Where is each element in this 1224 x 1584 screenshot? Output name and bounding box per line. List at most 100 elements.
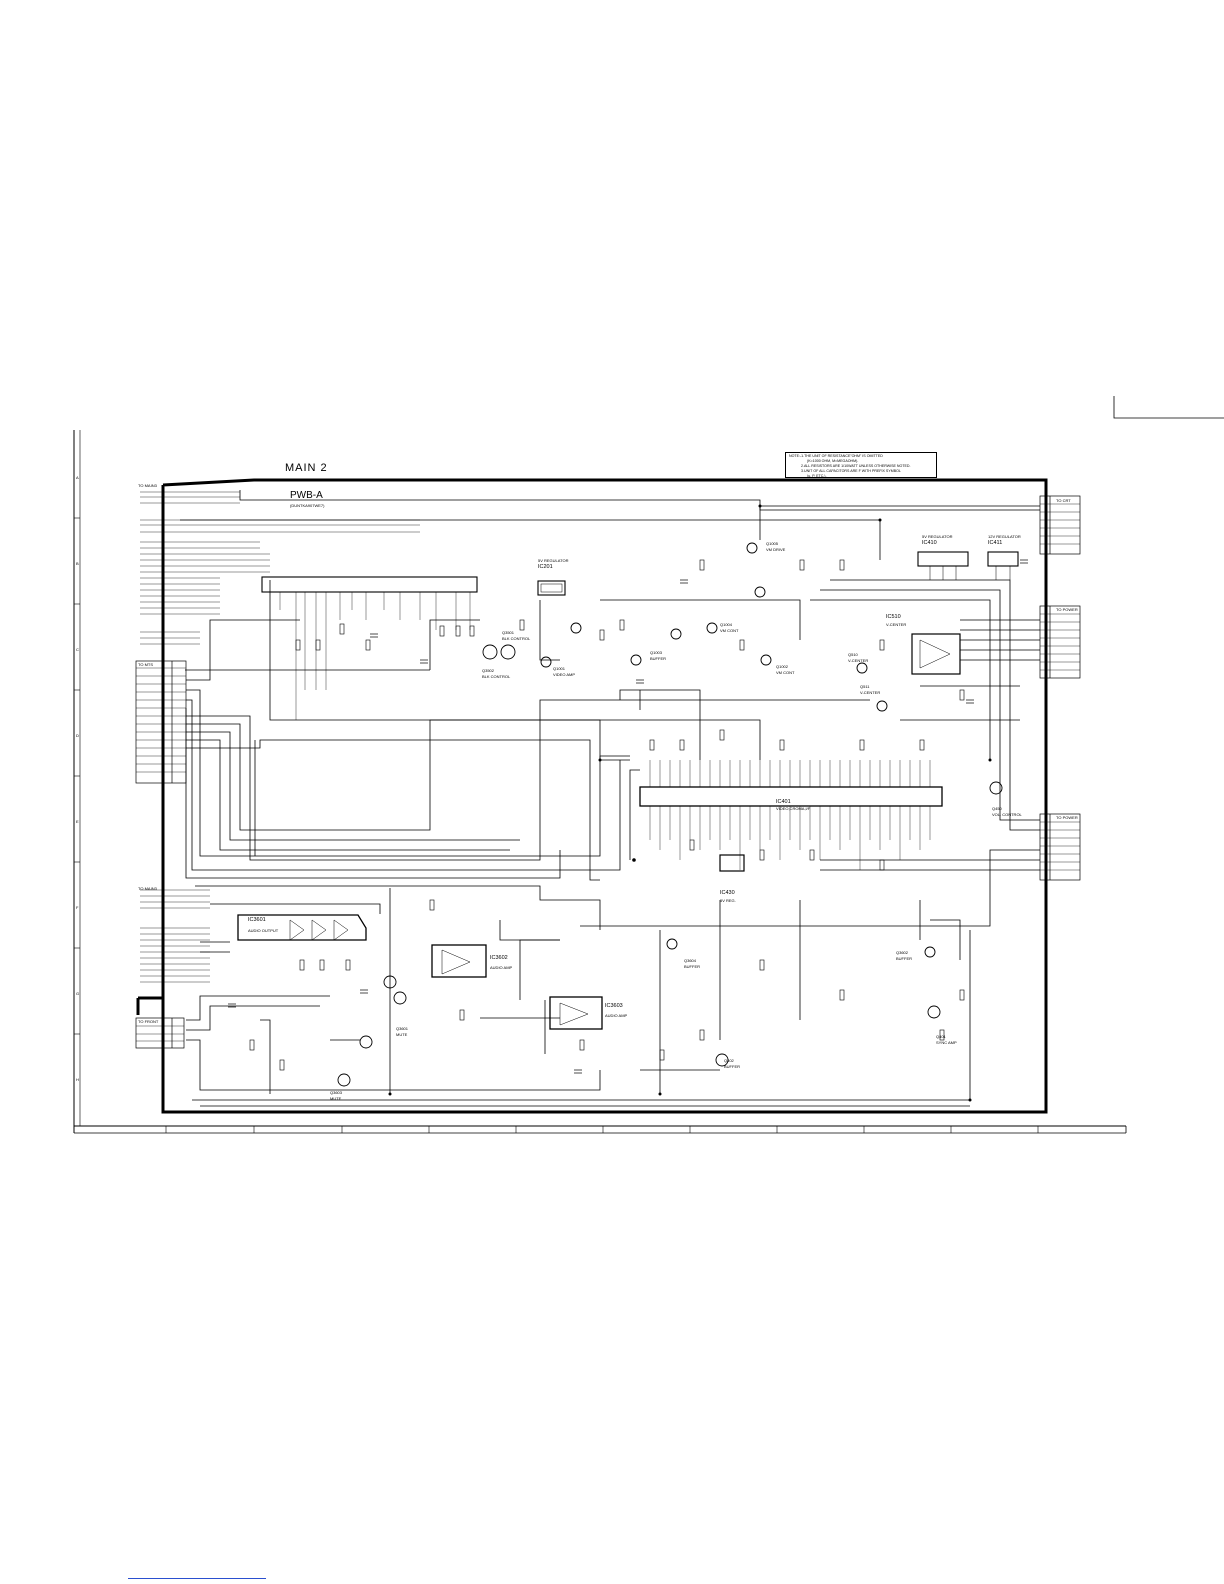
transistor-desc: V-CENTER [860,690,881,695]
grid-letter: C [76,647,79,652]
ic3601-desc: AUDIO OUTPUT [248,928,279,933]
passive-components [249,559,965,1071]
transistor-label: Q3602 [896,950,909,955]
page-frame [73,430,1127,1134]
transistor-desc: SYNC AMP [936,1040,957,1045]
right-connector-pins [1040,503,1080,871]
transistor-label: Q511 [860,684,870,689]
right-connectors [1039,495,1081,881]
ic510-label: IC510 [886,614,901,620]
transistor-label: Q1004 [720,622,733,627]
transistor-desc: VOL. CONTROL [992,812,1022,817]
transistor-desc: MUTE [330,1096,342,1101]
input-stubs-bottom [140,889,210,983]
transistor-desc: MUTE [396,1032,408,1037]
ic201-label: IC201 [538,564,553,570]
note-line: NOTE:-1.THE UNIT OF RESISTANCE"OHM" IS O… [789,454,883,458]
grid-letter: H [76,1077,79,1082]
transistor-symbols [337,542,1003,1087]
connector-label-main3-top: TO MAIN3 [138,483,157,488]
grid-letter: D [76,733,79,738]
grid-letter: A [76,475,79,480]
board-name: PWB-A [290,490,323,501]
note-line: (K=1000 OHM, M=MEGAOHM). [807,459,859,463]
footer-rule [128,1578,266,1579]
ic3603-block [549,996,603,1030]
transistor-label: Q3603 [330,1090,343,1095]
ic410-desc: 5V REGULATOR [922,534,953,539]
ic-tuner-block [261,576,478,720]
ic430-label: IC430 [720,890,735,896]
connector-label-main3-mid: TO MAIN3 [138,886,157,891]
input-stubs-top [140,491,420,645]
ic401-desc: VIDEO,CROMA,I/F [776,806,811,811]
ic3601-block [237,914,367,941]
grid-letter: F [76,905,79,910]
transistor-label: Q401 [936,1034,946,1039]
ic510-block [911,633,961,675]
transistor-desc: VM DRIVE [766,547,786,552]
connector-label-power-2: TO POWER [1056,815,1078,820]
board-subtitle: (DUNTKA907WE7) [290,503,325,508]
transistor-desc: VIDEO AMP [553,672,576,677]
junction-dots [388,504,992,1102]
transistor-label: Q1003 [650,650,663,655]
page-corner-marker [1113,396,1224,419]
ic430-block [719,854,745,872]
transistor-label: Q1005 [766,541,779,546]
ic430-desc: 5V REG. [720,898,736,903]
transistor-desc: BUFFER [684,964,700,969]
ic201-desc: 5V REGULATOR [538,558,569,563]
transistor-label: Q1002 [776,664,789,669]
connector-label-power-1: TO POWER [1056,607,1078,612]
note-line: 3.UNIT OF ALL CAPACITORS ARE F WITH PREF… [801,469,901,473]
ic411-block [987,551,1019,580]
ic410-label: IC410 [922,540,937,546]
transistor-label: Q3601 [396,1026,409,1031]
transistor-desc: BUFFER [896,956,912,961]
ic3602-label: IC3602 [490,955,508,961]
transistor-label: Q450 [992,806,1002,811]
signal-bus [180,490,1040,1107]
transistor-desc: BUFFER [650,656,666,661]
transistor-desc: BLK CONTROL [482,674,511,679]
transistor-label: Q3501 [502,630,515,635]
ic201-block [537,580,566,596]
ic410-block [917,551,969,580]
capacitor-marks [228,559,1028,1074]
ic401-block [639,760,943,870]
ic3601-label: IC3601 [248,917,266,923]
ic3602-desc: AUDIO AMP [490,965,513,970]
transistor-desc: BLK CONTROL [502,636,531,641]
grid-letter: G [76,991,80,996]
transistor-desc: BUFFER [724,1064,740,1069]
connector-label-crt: TO CRT [1056,498,1071,503]
transistor-label: Q510 [848,652,858,657]
note-box: NOTE:-1.THE UNIT OF RESISTANCE"OHM" IS O… [785,452,937,478]
ic3602-block [431,944,487,978]
grid-letter: B [76,561,79,566]
ic411-label: IC411 [988,540,1003,546]
ic3603-desc: AUDIO AMP [605,1013,628,1018]
connector-label-mts: TO MTS [138,662,154,667]
transistor-label: Q3502 [482,668,495,673]
transistor-desc: VM CONT [776,670,795,675]
ic3603-label: IC3603 [605,1003,623,1009]
transistor-desc: V-CENTER [848,658,869,663]
transistor-label: Q3604 [684,958,697,963]
note-line: (u, P, ETC.). [807,474,827,478]
note-line: 2.ALL RESISTORS ARE 1/10WATT UNLESS OTHE… [801,464,911,468]
ic510-desc: V-CENTER [886,622,907,627]
ic411-desc: 12V REGULATOR [988,534,1021,539]
left-connector-pins [136,667,186,1042]
ic401-label: IC401 [776,799,791,805]
transistor-label: Q402 [724,1058,734,1063]
connector-label-front: TO FRONT [138,1019,159,1024]
page-title: MAIN 2 [285,462,328,474]
grid-letter: E [76,819,79,824]
pwb-outline [136,478,1048,1114]
left-connectors [135,660,187,1049]
transistor-label: Q1001 [553,666,566,671]
transistor-desc: VM CONT [720,628,739,633]
